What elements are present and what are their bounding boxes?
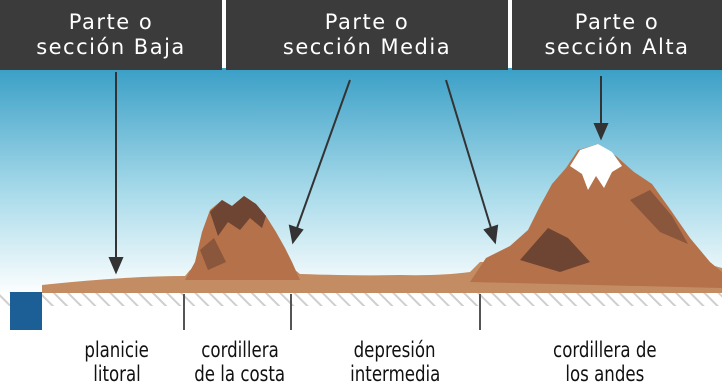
header-media-line2: sección Media <box>282 35 452 59</box>
label-planicie-litoral: planicie litoral <box>56 338 178 390</box>
header-baja-line1: Parte o <box>68 10 154 34</box>
header-media-line1: Parte o <box>324 10 410 34</box>
sea <box>10 292 42 330</box>
label-planicie-line1: planicie <box>84 338 150 362</box>
arrow-media-right-head <box>483 224 499 245</box>
andes-snow <box>570 144 622 190</box>
arrow-alta-head <box>593 123 609 141</box>
label-depresion-line2: intermedia <box>349 362 441 386</box>
arrow-media-right-line <box>445 79 492 229</box>
andes-range-shadow-2 <box>630 190 688 244</box>
coastal-range-shadow-2 <box>200 238 226 270</box>
ground-white <box>0 306 722 338</box>
label-cordillera-andes: cordillera de los andes <box>520 338 690 390</box>
header-seccion-media: Parte o sección Media <box>226 0 508 70</box>
label-costa-line1: cordillera <box>201 338 279 362</box>
arrow-media-left-line <box>296 79 351 229</box>
header-baja-line2: sección Baja <box>36 35 186 59</box>
label-andes-line2: los andes <box>565 362 645 386</box>
arrow-media-left-head <box>288 224 304 245</box>
label-depresion-intermedia: depresión intermedia <box>320 338 470 390</box>
arrow-baja-head <box>108 257 124 275</box>
ground-hatch <box>0 292 722 306</box>
header-seccion-baja: Parte o sección Baja <box>0 0 222 70</box>
label-planicie-line2: litoral <box>93 362 141 386</box>
label-andes-line1: cordillera de <box>553 338 657 362</box>
andes-range-shadow <box>520 228 590 272</box>
label-depresion-line1: depresión <box>353 338 437 362</box>
header-alta-line1: Parte o <box>574 10 660 34</box>
label-costa-line2: de la costa <box>194 362 286 386</box>
header-alta-line2: sección Alta <box>544 35 690 59</box>
header-seccion-alta: Parte o sección Alta <box>512 0 722 70</box>
label-cordillera-costa: cordillera de la costa <box>178 338 302 390</box>
coastal-range-shadow <box>210 196 266 236</box>
